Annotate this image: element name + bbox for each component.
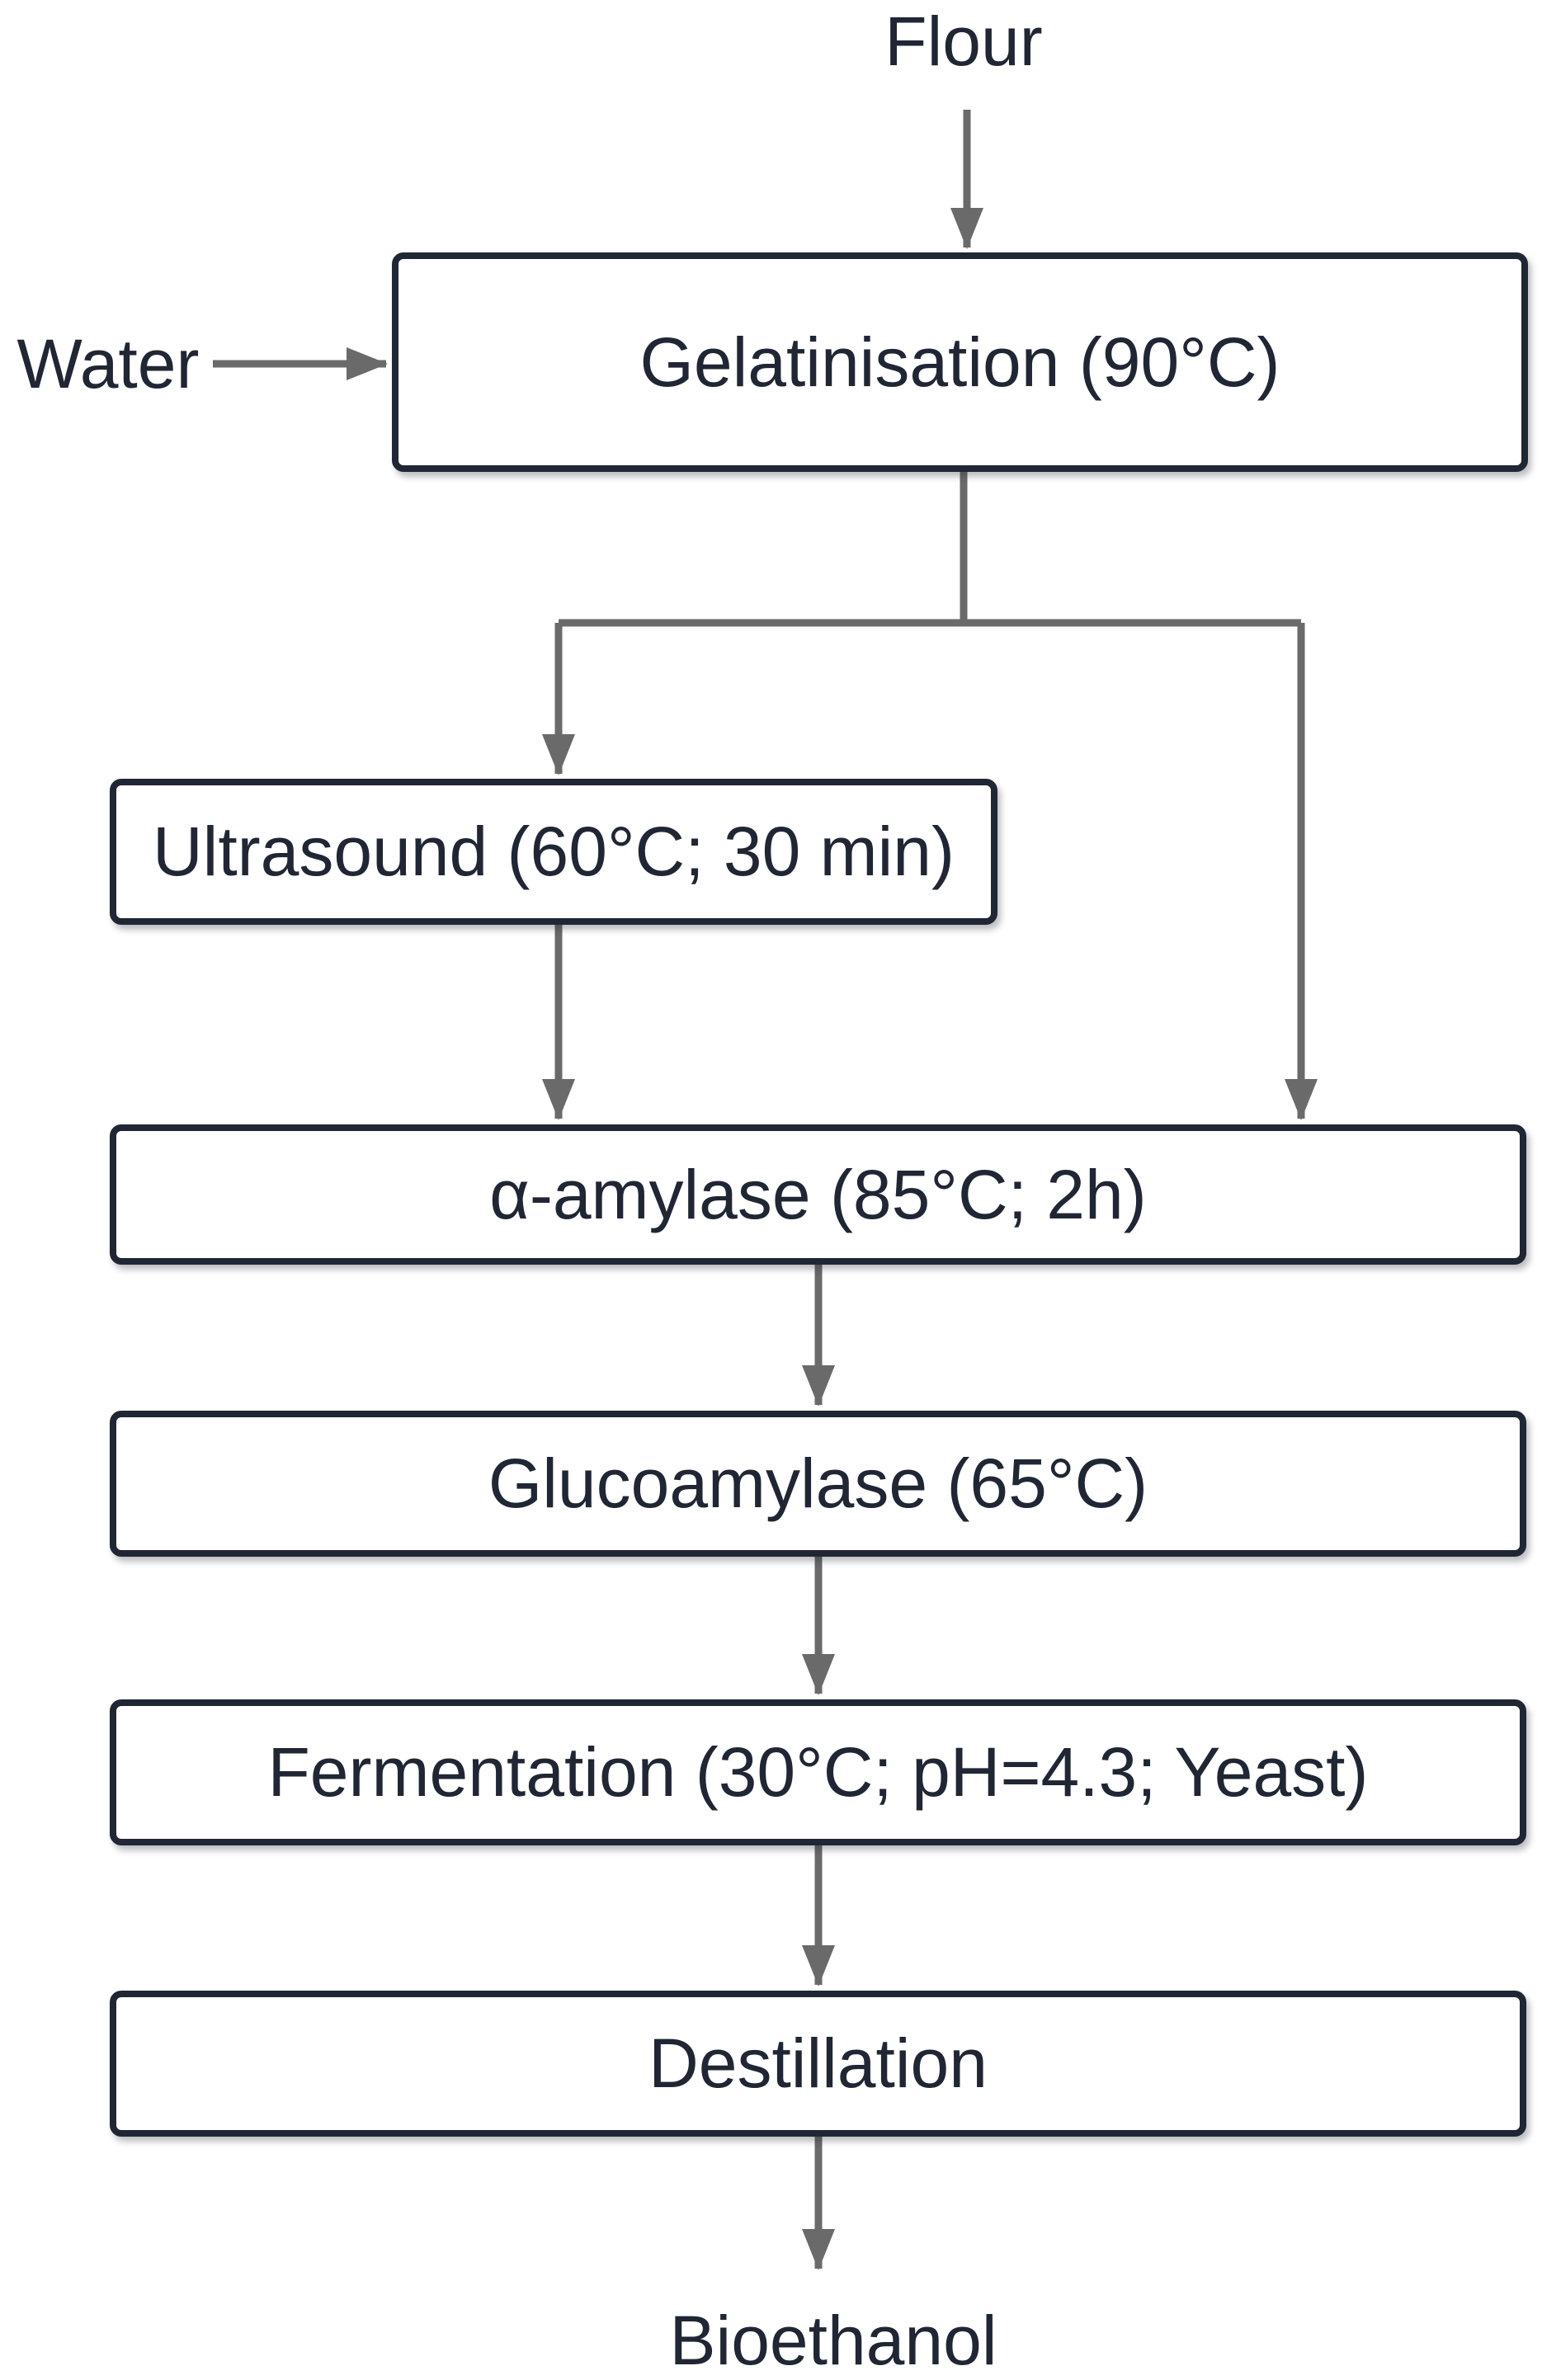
label-bioethanol: Bioethanol [627, 2299, 1040, 2380]
label-flour: Flour [757, 0, 1170, 82]
node-gelatinisation-label: Gelatinisation (90°C) [639, 323, 1280, 401]
label-water: Water [5, 323, 211, 405]
node-glucoamylase: Glucoamylase (65°C) [110, 1411, 1526, 1557]
node-ultrasound: Ultrasound (60°C; 30 min) [110, 779, 997, 925]
node-fermentation: Fermentation (30°C; pH=4.3; Yeast) [110, 1699, 1526, 1845]
node-destillation: Destillation [110, 1991, 1526, 2137]
node-fermentation-label: Fermentation (30°C; pH=4.3; Yeast) [267, 1733, 1369, 1812]
node-gelatinisation: Gelatinisation (90°C) [392, 252, 1528, 472]
node-alpha-amylase-label: α-amylase (85°C; 2h) [489, 1155, 1147, 1233]
label-flour-text: Flour [884, 2, 1043, 80]
edge-gelatinisation-branch-tree [559, 469, 1301, 627]
node-destillation-label: Destillation [648, 2024, 988, 2103]
node-ultrasound-label: Ultrasound (60°C; 30 min) [153, 813, 955, 891]
node-glucoamylase-label: Glucoamylase (65°C) [488, 1444, 1148, 1523]
label-bioethanol-text: Bioethanol [669, 2302, 997, 2379]
label-water-text: Water [17, 325, 200, 403]
node-alpha-amylase: α-amylase (85°C; 2h) [110, 1124, 1526, 1265]
